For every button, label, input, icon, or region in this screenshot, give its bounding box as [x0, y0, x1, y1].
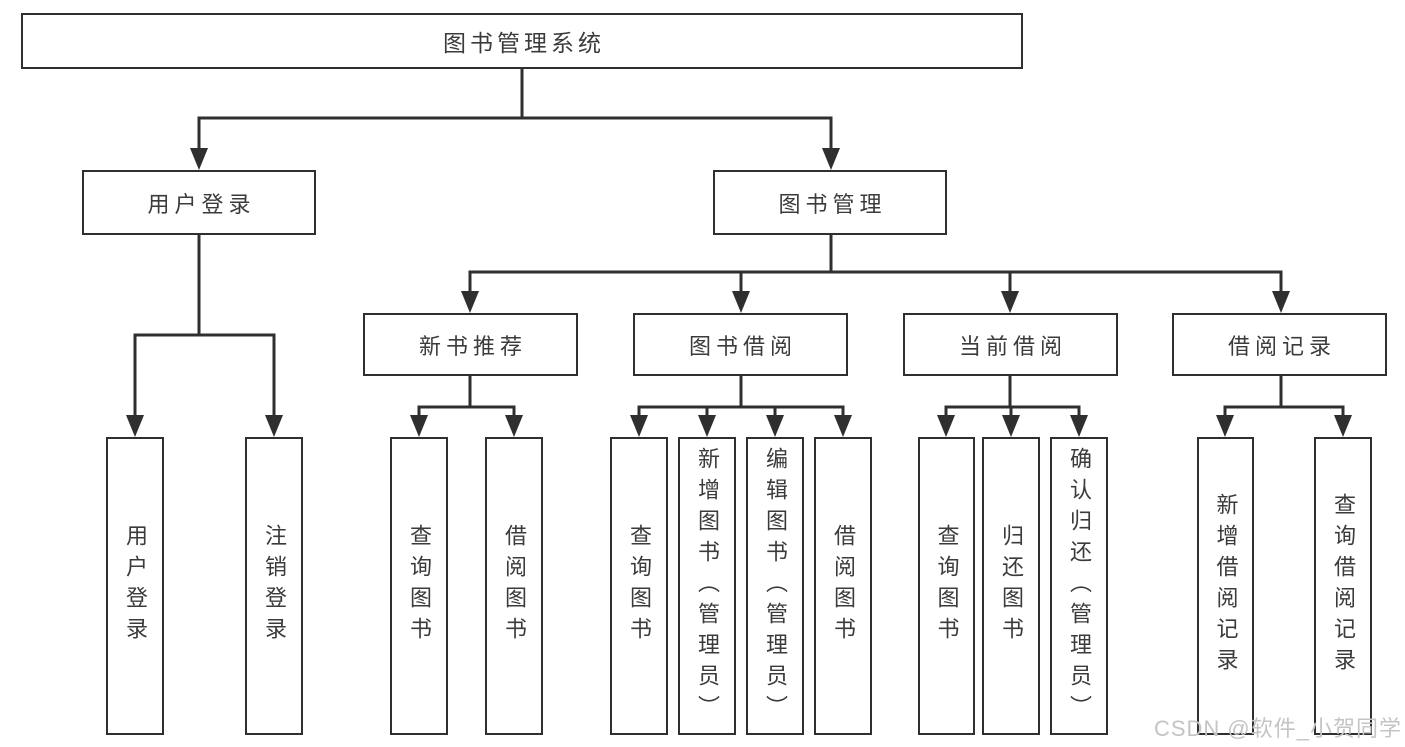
leaf-borrow-book-2: 借阅图书	[814, 437, 872, 735]
csdn-watermark: CSDN @软件_小贺同学	[1153, 716, 1402, 741]
node-book-management: 图书管理	[713, 170, 947, 235]
node-label: 新增借阅记录	[1213, 493, 1239, 679]
leaf-query-book-3: 查询图书	[918, 437, 975, 735]
node-label: 借阅图书	[831, 524, 856, 648]
node-label: 用户登录	[123, 524, 148, 648]
leaf-logout: 注销登录	[245, 437, 303, 735]
leaf-add-borrow-record: 新增借阅记录	[1197, 437, 1254, 735]
node-label: 确认归还（管理员）	[1067, 446, 1092, 726]
node-label: 图书管理系统	[443, 30, 605, 56]
node-label: 编辑图书（管理员）	[763, 446, 788, 726]
node-label: 借阅图书	[502, 524, 527, 648]
node-label: 图书借阅	[688, 333, 797, 359]
node-label: 查询图书	[407, 524, 432, 648]
leaf-query-book-2: 查询图书	[610, 437, 668, 735]
leaf-edit-book-admin: 编辑图书（管理员）	[746, 437, 804, 735]
leaf-return-book: 归还图书	[982, 437, 1040, 735]
node-new-book-recommend: 新书推荐	[363, 313, 578, 376]
node-book-borrow: 图书借阅	[633, 313, 848, 376]
node-label: 借阅记录	[1227, 333, 1336, 359]
node-current-borrow: 当前借阅	[903, 313, 1118, 376]
node-label: 查询借阅记录	[1331, 493, 1356, 679]
node-root-library-management-system: 图书管理系统	[21, 13, 1023, 69]
node-label: 用户登录	[147, 191, 256, 217]
node-user-login: 用户登录	[82, 170, 316, 235]
leaf-borrow-book-1: 借阅图书	[485, 437, 543, 735]
node-borrow-records: 借阅记录	[1172, 313, 1387, 376]
leaf-confirm-return-admin: 确认归还（管理员）	[1050, 437, 1108, 735]
node-label: 图书管理	[778, 191, 887, 217]
node-label: 新书推荐	[418, 333, 527, 359]
arrowhead-icons	[126, 148, 1352, 437]
node-label: 查询图书	[934, 524, 960, 648]
leaf-add-book-admin: 新增图书（管理员）	[678, 437, 736, 735]
leaf-query-book-1: 查询图书	[390, 437, 448, 735]
leaf-query-borrow-record: 查询借阅记录	[1314, 437, 1372, 735]
node-label: 当前借阅	[958, 333, 1067, 359]
node-label: 注销登录	[262, 524, 287, 648]
leaf-user-login: 用户登录	[106, 437, 164, 735]
node-label: 新增图书（管理员）	[695, 446, 720, 726]
node-label: 归还图书	[999, 524, 1024, 648]
node-label: 查询图书	[627, 524, 652, 648]
